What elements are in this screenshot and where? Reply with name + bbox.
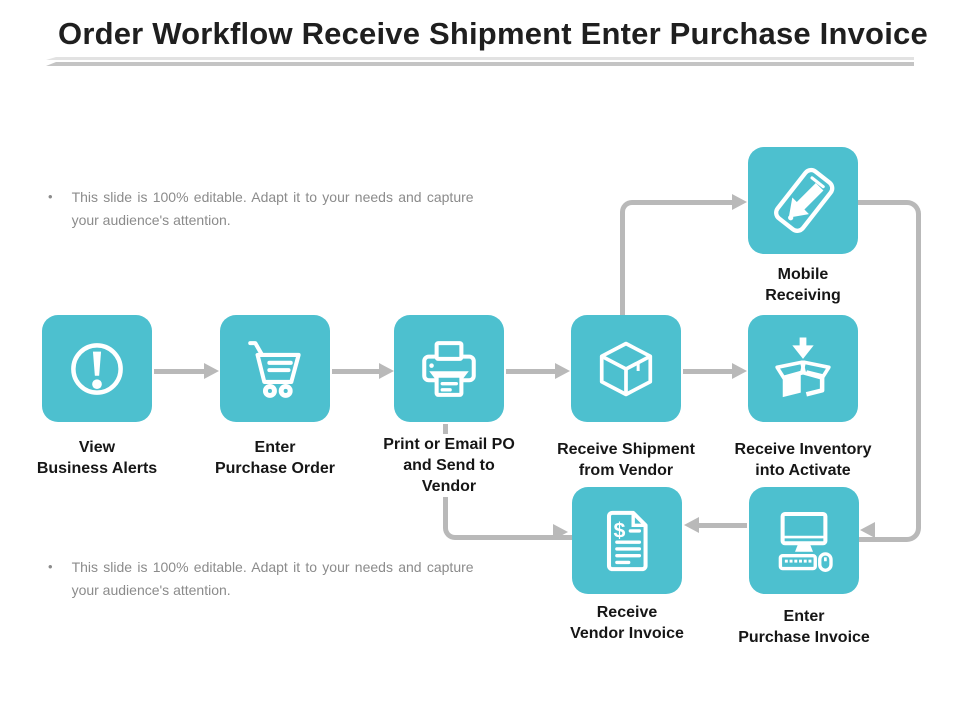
shopping-cart-icon <box>239 333 311 405</box>
node-mobile-receiving <box>748 147 858 254</box>
package-box-icon <box>589 332 663 406</box>
arrowhead-icon <box>732 194 747 210</box>
connector-shipment-to-mobile <box>620 200 737 320</box>
bullet-dot: • <box>48 189 53 204</box>
node-receive-inventory <box>748 315 858 422</box>
arrowhead-icon <box>379 363 394 379</box>
mobile-arrow-icon <box>765 163 841 239</box>
label-receive-shipment: Receive Shipment from Vendor <box>557 441 695 480</box>
arrowhead-icon <box>553 524 568 540</box>
page-title: Order Workflow Receive Shipment Enter Pu… <box>58 16 928 51</box>
title-separator-bottom <box>46 62 914 66</box>
label-mobile-receiving: Mobile Receiving <box>765 266 841 305</box>
bullet-text: This slide is 100% editable. Adapt it to… <box>71 559 474 598</box>
arrowhead-icon <box>684 517 699 533</box>
node-enter-purchase-order <box>220 315 330 422</box>
arrowhead-icon <box>204 363 219 379</box>
desktop-computer-icon <box>768 505 840 577</box>
node-receive-shipment <box>571 315 681 422</box>
arrowhead-icon <box>860 522 875 538</box>
label-enter-purchase-order: Enter Purchase Order <box>214 439 336 478</box>
open-box-arrow-icon <box>767 333 839 405</box>
connector-alerts-to-po <box>154 369 204 374</box>
label-enter-purchase-invoice: Enter Purchase Invoice <box>738 608 870 647</box>
bullet-dot: • <box>48 559 53 574</box>
connector-po-to-print <box>332 369 379 374</box>
arrowhead-icon <box>555 363 570 379</box>
connector-shipment-to-inventory <box>683 369 732 374</box>
printer-icon <box>413 333 485 405</box>
label-view-business-alerts: View Business Alerts <box>36 439 158 478</box>
connector-print-to-shipment <box>506 369 555 374</box>
alert-circle-icon <box>61 333 133 405</box>
node-enter-purchase-invoice <box>749 487 859 594</box>
svg-text:$: $ <box>614 518 626 542</box>
editable-note-bottom: • This slide is 100% editable. Adapt it … <box>48 556 474 601</box>
arrowhead-icon <box>732 363 747 379</box>
label-print-email-po: Print or Email PO and Send to Vendor <box>364 434 534 498</box>
connector-purchase-to-vendor-invoice <box>699 523 747 528</box>
label-receive-vendor-invoice: Receive Vendor Invoice <box>570 604 684 643</box>
node-view-business-alerts <box>42 315 152 422</box>
editable-note-top: • This slide is 100% editable. Adapt it … <box>48 186 474 231</box>
label-receive-inventory: Receive Inventory into Activate <box>734 441 872 480</box>
connector-mobile-to-purchase-invoice <box>858 200 921 542</box>
invoice-document-icon: $ <box>591 505 663 577</box>
node-receive-vendor-invoice: $ <box>572 487 682 594</box>
title-separator-top <box>46 57 914 60</box>
node-print-email-po <box>394 315 504 422</box>
bullet-text: This slide is 100% editable. Adapt it to… <box>71 189 474 228</box>
